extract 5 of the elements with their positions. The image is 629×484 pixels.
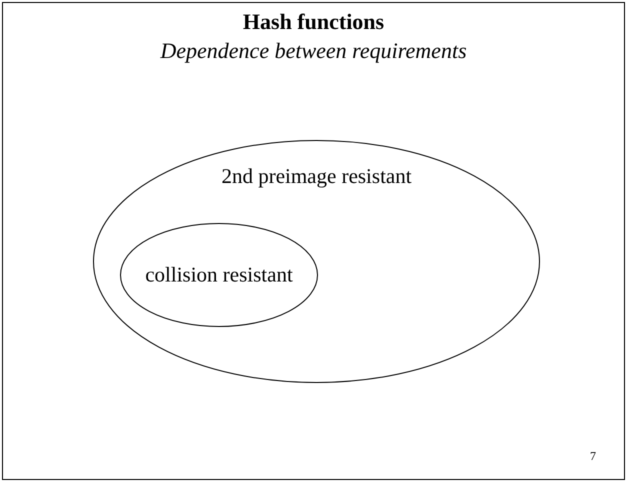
slide-title: Hash functions <box>242 9 384 35</box>
set-label: 2nd preimage resistant <box>221 164 412 189</box>
set-label: collision resistant <box>145 262 293 288</box>
page-number: 7 <box>590 449 596 464</box>
slide-subtitle: Dependence between requirements <box>160 38 467 64</box>
